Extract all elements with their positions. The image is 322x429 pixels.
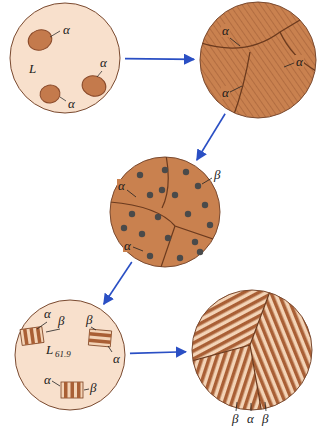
phase-label: L (45, 343, 54, 356)
lamellar-eutectic (188, 286, 316, 414)
phase-label: β (213, 168, 221, 181)
phase-label: β (85, 313, 93, 326)
phase-label: β (261, 412, 269, 425)
alpha-grains (198, 2, 318, 120)
phase-label: α (123, 239, 132, 252)
phase-label: α (99, 56, 108, 69)
phase-label: β (89, 381, 97, 394)
phase-label: α (43, 307, 52, 320)
phase-label: α (221, 24, 230, 37)
phase-label: α (246, 412, 255, 425)
leader-lines (50, 31, 102, 101)
microstructure-circle: Lα α α (10, 3, 120, 113)
microstructure-circle: α α α (200, 2, 316, 118)
phase-label: α (221, 86, 230, 99)
process-arrow (125, 58, 194, 60)
liquid-with-nuclei (10, 3, 120, 113)
phase-label: 61.9 (54, 350, 72, 359)
process-arrow (197, 114, 225, 160)
phase-label: α (295, 55, 304, 68)
phase-label: α (67, 97, 76, 110)
phase-label: β (231, 412, 239, 425)
phase-label: α (62, 23, 71, 36)
phase-label: α (112, 352, 121, 365)
process-arrow (104, 262, 132, 304)
phase-label: α (43, 373, 52, 386)
phase-label: L (28, 62, 37, 75)
microstructure-circle: αβL61.9βααβ (15, 300, 125, 410)
phase-label: α (117, 179, 126, 192)
phase-label: β (57, 314, 65, 327)
microstructure-circle: βαβ (192, 290, 312, 410)
liquid-with-eutectic-grains (15, 300, 125, 410)
microstructure-circle: β α α (110, 157, 220, 267)
process-arrow (130, 352, 186, 354)
alpha-with-beta-precipitates (110, 155, 222, 270)
